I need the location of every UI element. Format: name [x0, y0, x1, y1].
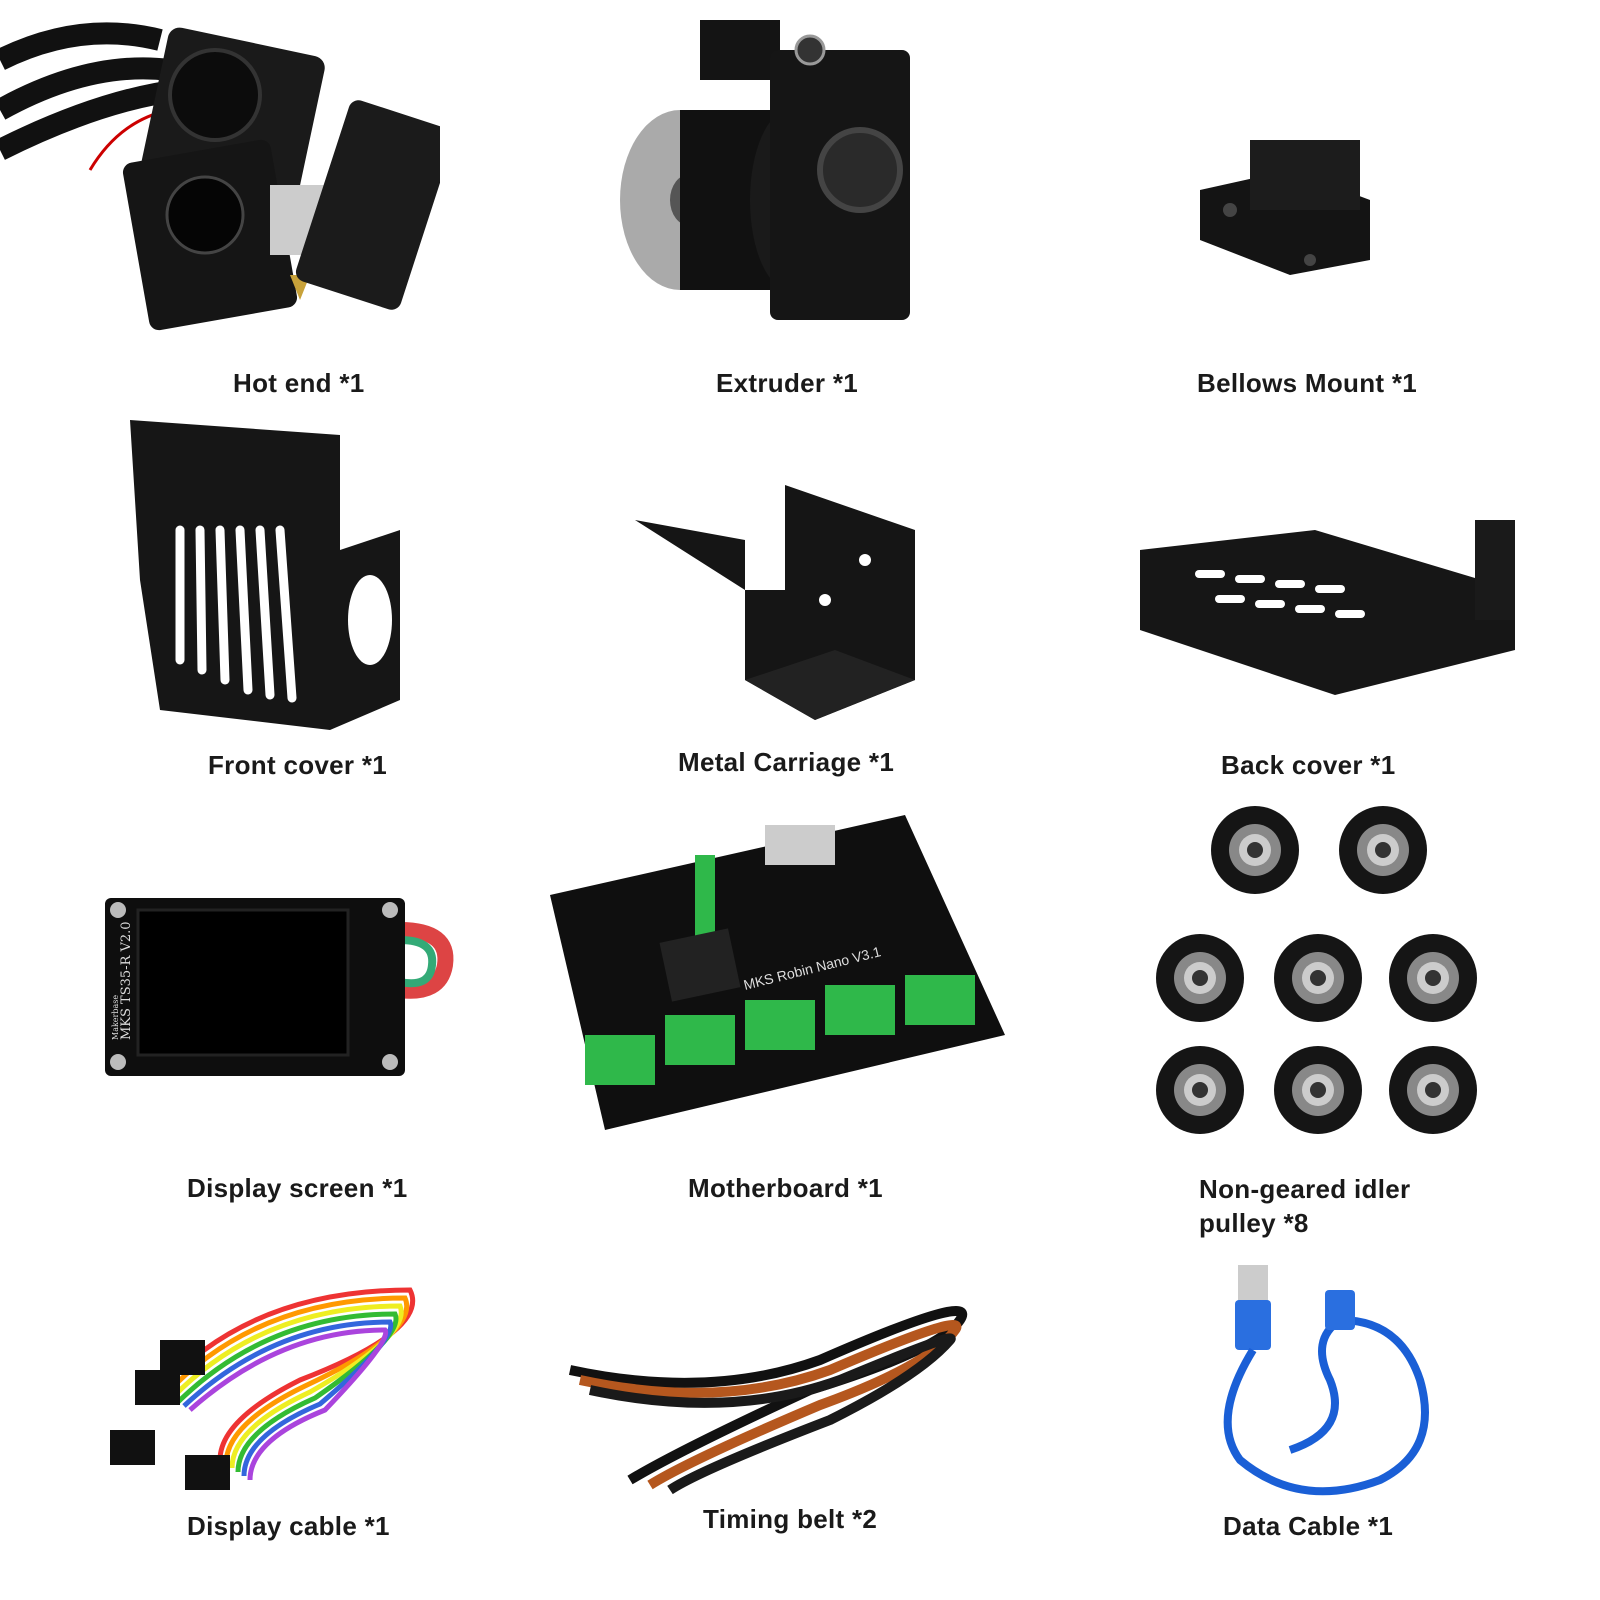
hot-end-image: [0, 22, 440, 331]
item-label-front-cover: Front cover *1: [208, 750, 388, 780]
idler-pulleys-image: [1156, 806, 1477, 1134]
timing-belt-image: [568, 1306, 968, 1495]
metal-carriage-image: [635, 485, 915, 720]
item-label-metal-carriage: Metal Carriage *1: [678, 747, 895, 777]
display-cable-image: [110, 1287, 416, 1490]
item-label-data-cable: Data Cable *1: [1223, 1511, 1394, 1541]
item-label-idler-pulley: Non-geared idler pulley *8: [1199, 1174, 1411, 1238]
data-cable-image: [1223, 1265, 1429, 1496]
display-screen-image: MKS TS35-R V2.0 Makerbase: [105, 898, 454, 1076]
display-brand-print: Makerbase: [111, 995, 120, 1040]
item-label-motherboard: Motherboard *1: [688, 1173, 883, 1203]
motherboard-image: MKS Robin Nano V3.1: [550, 815, 1005, 1130]
item-label-timing-belt: Timing belt *2: [703, 1504, 878, 1534]
item-label-hot-end: Hot end *1: [233, 368, 365, 398]
item-label-display-screen: Display screen *1: [187, 1173, 408, 1203]
bellows-mount-image: [1200, 140, 1370, 275]
item-label-display-cable: Display cable *1: [187, 1511, 390, 1541]
item-label-bellows-mount: Bellows Mount *1: [1197, 368, 1418, 398]
back-cover-image: [1140, 520, 1515, 695]
item-label-extruder: Extruder *1: [716, 368, 859, 398]
item-label-back-cover: Back cover *1: [1221, 750, 1396, 780]
extruder-image: [620, 20, 910, 320]
display-model-print: MKS TS35-R V2.0: [119, 921, 134, 1040]
front-cover-image: [130, 420, 400, 730]
